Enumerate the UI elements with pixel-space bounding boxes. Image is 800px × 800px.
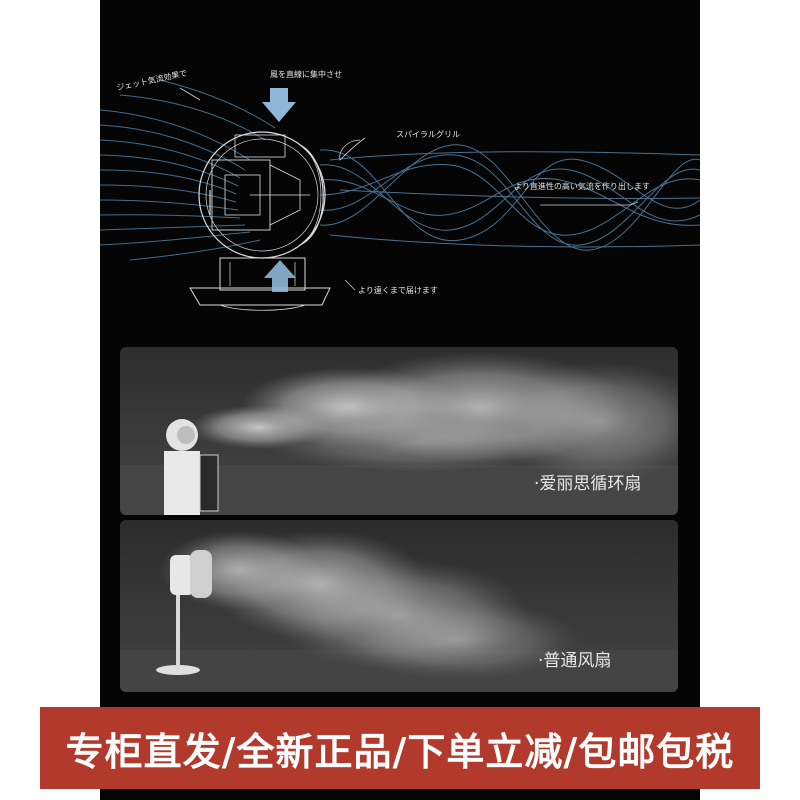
annotation-spiral-grill: スパイラルグリル — [396, 130, 460, 139]
circulator-smoke-scene — [120, 347, 678, 515]
regular-fan-head — [170, 555, 194, 595]
annotation-straighter-flow: より直進性の高い気流を作り出します — [514, 182, 650, 191]
comparison-photo-regular: ·普通风扇 — [120, 520, 678, 692]
promo-banner-text: 专柜直发/全新正品/下单立减/包邮包税 — [65, 729, 735, 774]
up-arrow — [264, 260, 296, 292]
annotation-focus-wind: 風を直線に集中させ — [270, 70, 342, 79]
annotation-reach-far: より遠くまで届けます — [358, 286, 438, 295]
product-image-stage: ジェット気流効果で 風を直線に集中させ スパイラルグリル より直進性の高い気流を… — [100, 0, 700, 800]
airflow-diagram-drawing — [100, 79, 700, 311]
regular-fan-smoke-scene — [120, 520, 678, 692]
leader-lines — [179, 87, 639, 291]
label-circulator-fan: ·爱丽思循环扇 — [534, 474, 642, 494]
airflow-diagram: ジェット気流効果で 風を直線に集中させ スパイラルグリル より直進性の高い気流を… — [100, 0, 700, 340]
label-regular-fan: ·普通风扇 — [538, 651, 612, 671]
down-arrow — [262, 88, 296, 122]
circulator-fan-base — [164, 451, 200, 515]
promo-banner: 专柜直发/全新正品/下单立减/包邮包税 — [40, 707, 760, 789]
regular-fan-pole — [176, 580, 180, 670]
fan-cross-section — [189, 131, 331, 311]
comparison-photo-circulator: ·爱丽思循环扇 — [120, 347, 678, 515]
output-flow-lines — [319, 144, 700, 251]
intake-flow-lines — [100, 79, 276, 261]
